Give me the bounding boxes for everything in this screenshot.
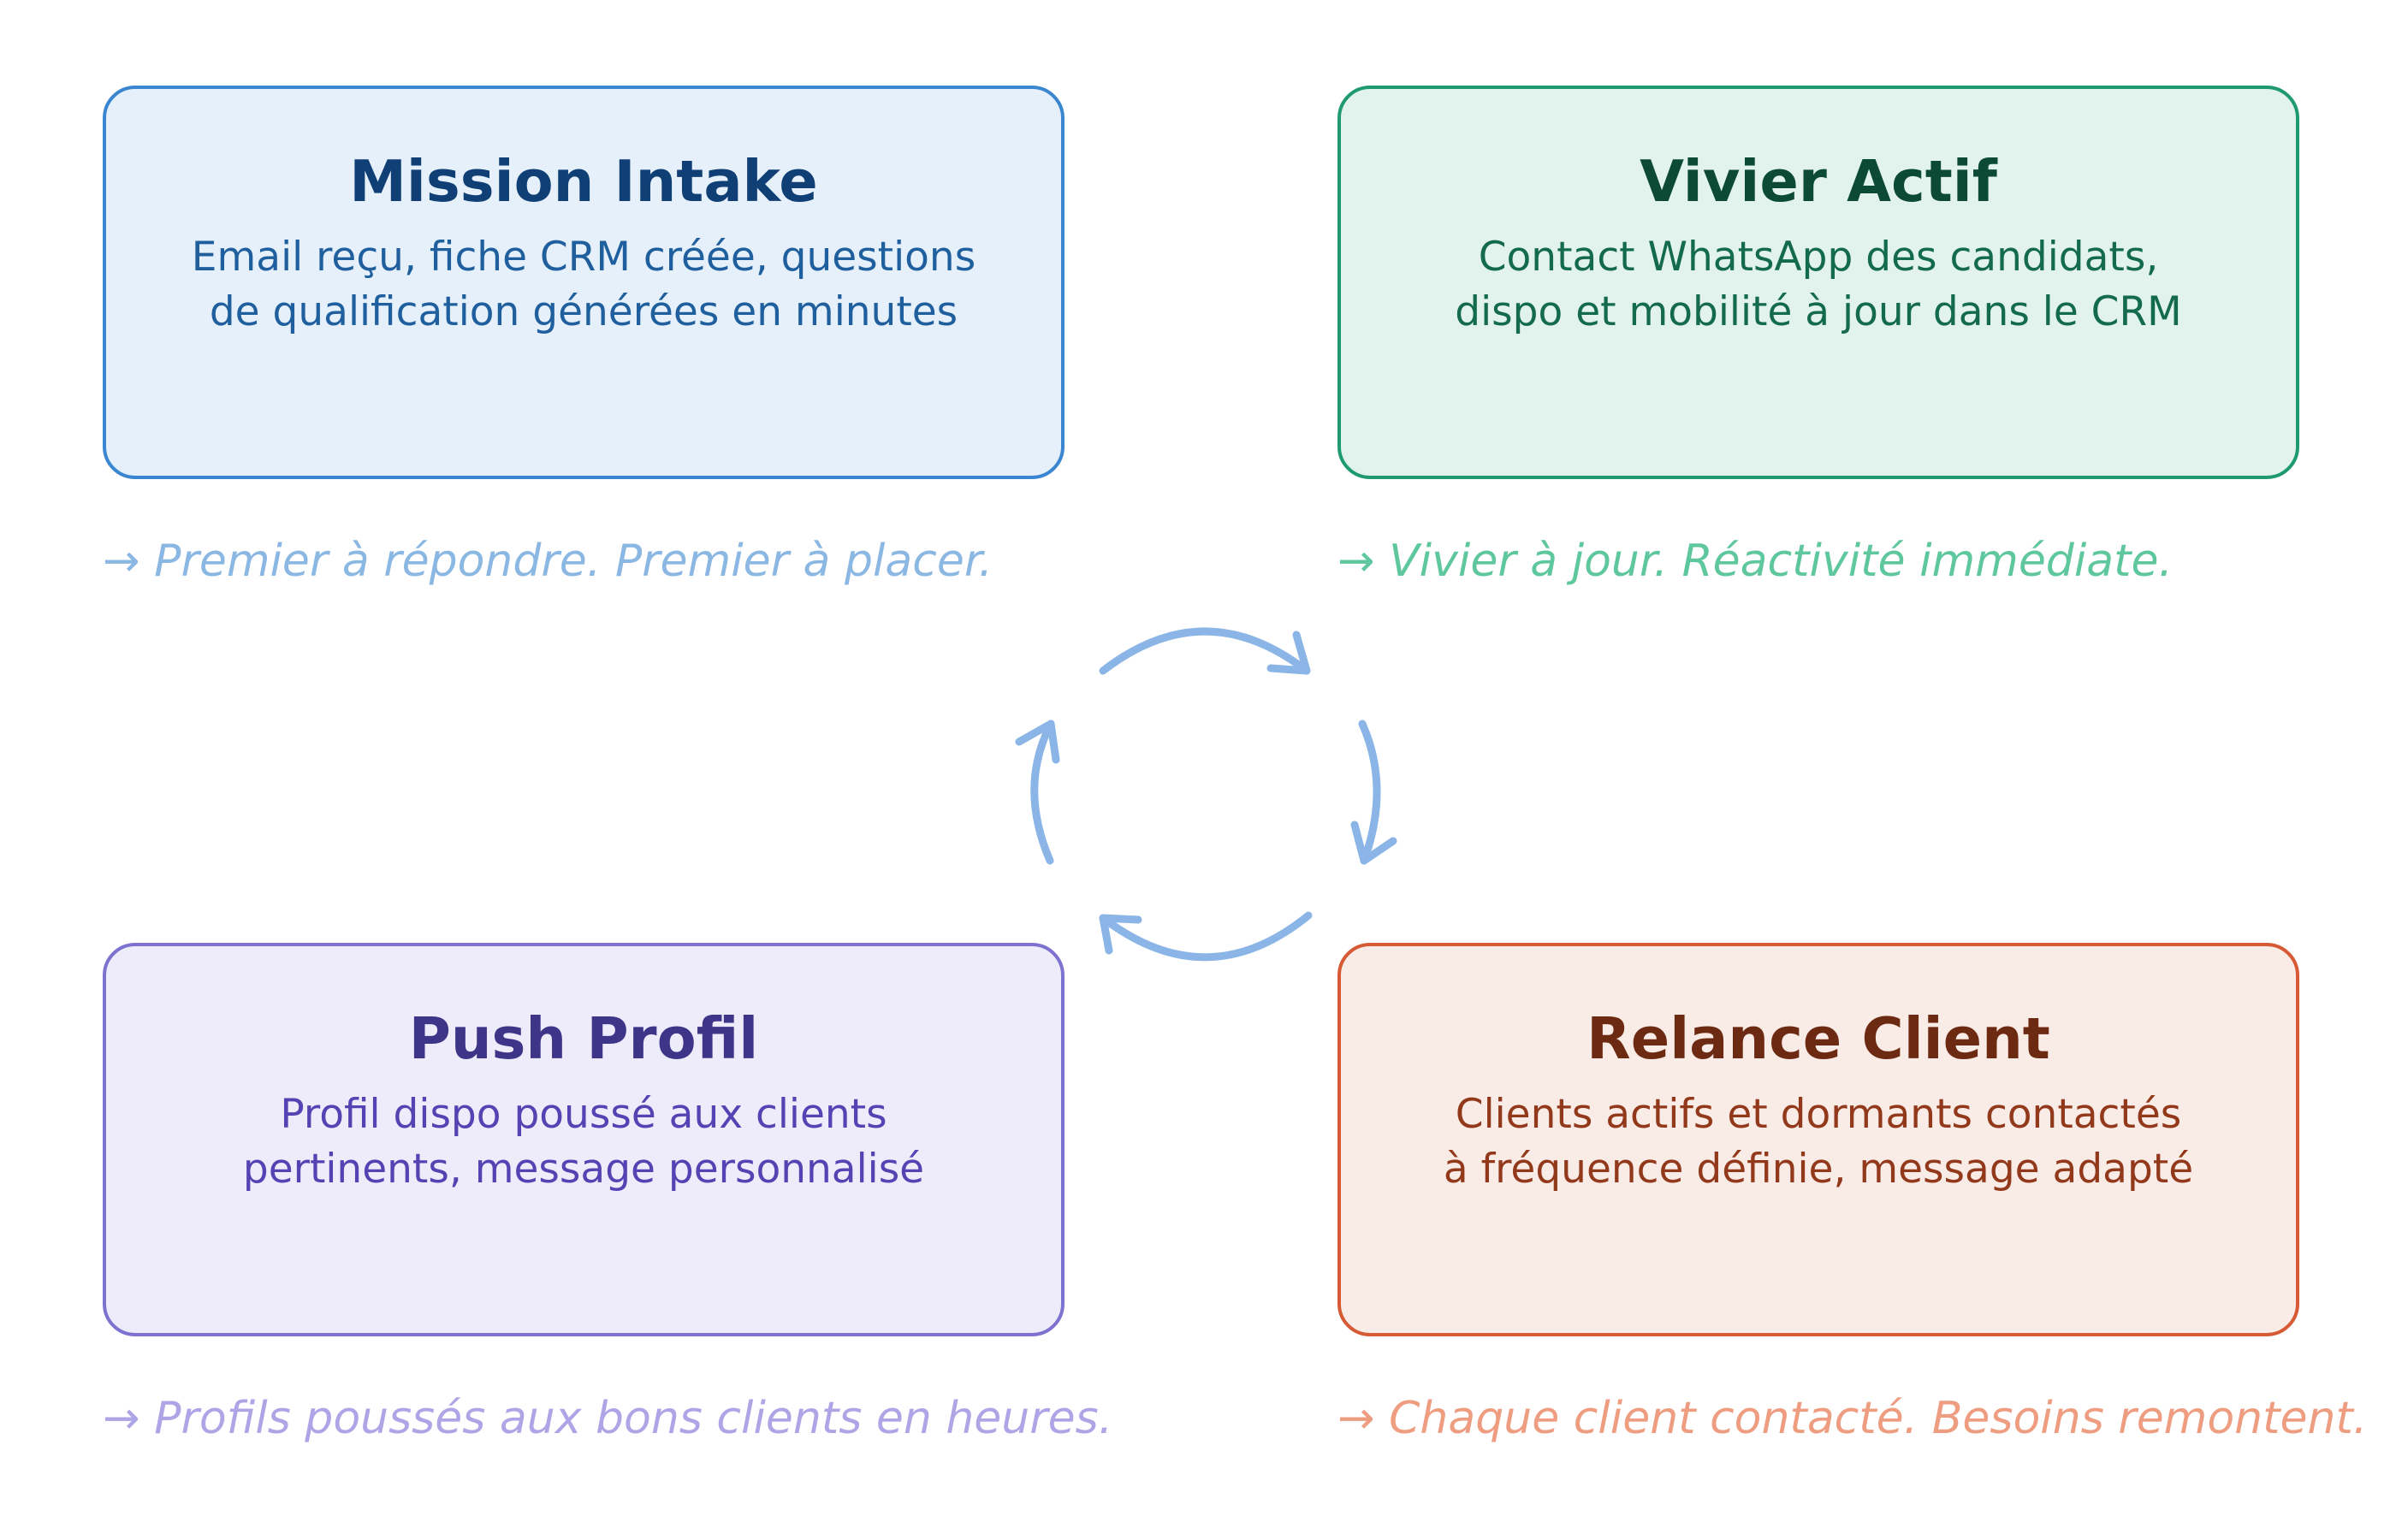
card-description-line: dispo et mobilité à jour dans le CRM xyxy=(1455,288,2182,335)
card-relance-client: Relance Client Clients actifs et dormant… xyxy=(1337,943,2299,1336)
card-description: Clients actifs et dormants contactés à f… xyxy=(1367,1087,2270,1197)
card-description-line: à fréquence définie, message adapté xyxy=(1443,1146,2194,1193)
tagline-relance-client: → Chaque client contacté. Besoins remont… xyxy=(1337,1393,2368,1444)
card-mission-intake: Mission Intake Email reçu, fiche CRM cré… xyxy=(103,86,1065,479)
card-description: Profil dispo poussé aux clients pertinen… xyxy=(132,1087,1035,1197)
arrow-right xyxy=(1350,720,1397,865)
card-description-line: Clients actifs et dormants contactés xyxy=(1455,1091,2182,1138)
card-description-line: Contact WhatsApp des candidats, xyxy=(1478,234,2159,281)
card-description: Email reçu, fiche CRM créée, questions d… xyxy=(132,230,1035,340)
card-title: Relance Client xyxy=(1586,1005,2050,1072)
card-vivier-actif: Vivier Actif Contact WhatsApp des candid… xyxy=(1337,86,2299,479)
card-title: Push Profil xyxy=(408,1005,759,1072)
card-description-line: pertinents, message personnalisé xyxy=(242,1146,925,1193)
arrow-bottom xyxy=(1099,911,1313,962)
arrow-left xyxy=(1015,720,1060,865)
card-description: Contact WhatsApp des candidats, dispo et… xyxy=(1367,230,2270,340)
card-description-line: de qualification générées en minutes xyxy=(209,288,958,335)
arrow-top xyxy=(1099,627,1311,675)
card-title: Mission Intake xyxy=(349,148,818,215)
card-push-profil: Push Profil Profil dispo poussé aux clie… xyxy=(103,943,1065,1336)
tagline-vivier-actif: → Vivier à jour. Réactivité immédiate. xyxy=(1337,536,2174,587)
tagline-mission-intake: → Premier à répondre. Premier à placer. xyxy=(103,536,993,587)
card-description-line: Email reçu, fiche CRM créée, questions xyxy=(191,234,976,281)
tagline-push-profil: → Profils poussés aux bons clients en he… xyxy=(103,1393,1113,1444)
card-title: Vivier Actif xyxy=(1640,148,1997,215)
card-description-line: Profil dispo poussé aux clients xyxy=(280,1091,887,1138)
